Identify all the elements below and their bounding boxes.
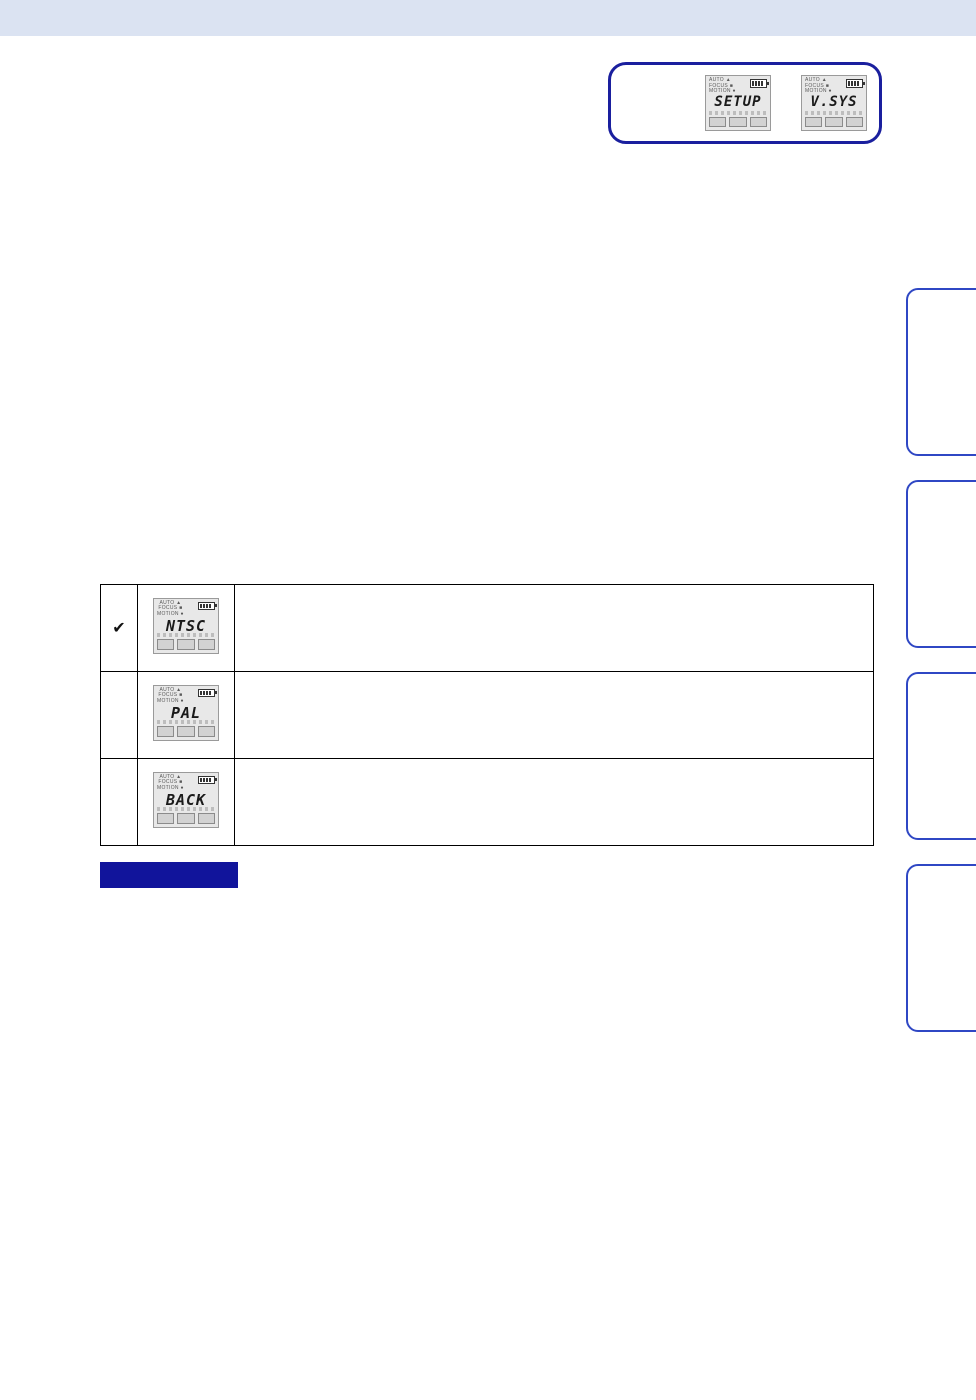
lcd-status-icons: AUTO ▲FOCUS ■MOTION ● [157,773,184,791]
lcd-button-row [156,639,216,650]
lcd-status-icons: AUTO ▲FOCUS ■MOTION ● [157,686,184,704]
lcd-button-row [156,813,216,824]
lcd-status-icons: AUTO ▲FOCUS ■MOTION ● [709,77,736,94]
lcd-button-row [804,116,864,128]
lcd-main-word: NTSC [165,616,207,635]
row-selected-marker: ✔ [100,584,138,672]
row-description [234,671,874,759]
side-tab-4[interactable] [906,864,976,1032]
video-system-options-table: ✔ AUTO ▲FOCUS ■MOTION ● NTSC AUTO ▲FOCUS… [100,584,874,846]
row-description [234,758,874,846]
lcd-status-icons: AUTO ▲FOCUS ■MOTION ● [805,77,832,94]
lcd-main-word: BACK [165,790,207,809]
table-row[interactable]: AUTO ▲FOCUS ■MOTION ● BACK [100,758,874,846]
check-icon [109,790,129,810]
lcd-screen-back: AUTO ▲FOCUS ■MOTION ● BACK [153,771,219,828]
lcd-tick-row [156,807,216,812]
check-icon [109,703,129,723]
menu-path-indicator: AUTO ▲FOCUS ■MOTION ● SETUP AUTO ▲FOCUS … [608,62,882,144]
lcd-tick-row [156,633,216,638]
row-lcd-preview: AUTO ▲FOCUS ■MOTION ● BACK [137,758,235,846]
lcd-screen-vsys: AUTO ▲FOCUS ■MOTION ● V.SYS [801,75,867,131]
lcd-status-icons: AUTO ▲FOCUS ■MOTION ● [157,599,184,617]
lcd-main-word: SETUP [714,94,762,111]
side-tab-3[interactable] [906,672,976,840]
battery-icon [198,775,217,785]
row-selected-marker [100,671,138,759]
battery-icon [846,79,865,88]
lcd-main-word: V.SYS [810,94,858,111]
header-band-rule [0,36,976,38]
section-label-block [100,862,238,888]
side-tab-2[interactable] [906,480,976,648]
table-row[interactable]: ✔ AUTO ▲FOCUS ■MOTION ● NTSC [100,584,874,672]
row-selected-marker [100,758,138,846]
lcd-tick-row [708,110,768,115]
lcd-main-word: PAL [170,703,202,722]
table-row[interactable]: AUTO ▲FOCUS ■MOTION ● PAL [100,671,874,759]
lcd-screen-ntsc: AUTO ▲FOCUS ■MOTION ● NTSC [153,597,219,654]
lcd-button-row [156,726,216,737]
header-band [0,0,976,36]
row-lcd-preview: AUTO ▲FOCUS ■MOTION ● NTSC [137,584,235,672]
check-icon: ✔ [112,620,126,637]
lcd-button-row [708,116,768,128]
battery-icon [198,688,217,698]
battery-icon [198,601,217,611]
lcd-tick-row [804,110,864,115]
lcd-tick-row [156,720,216,725]
battery-icon [750,79,769,88]
row-description [234,584,874,672]
lcd-screen-setup: AUTO ▲FOCUS ■MOTION ● SETUP [705,75,771,131]
side-tab-1[interactable] [906,288,976,456]
lcd-screen-pal: AUTO ▲FOCUS ■MOTION ● PAL [153,684,219,741]
row-lcd-preview: AUTO ▲FOCUS ■MOTION ● PAL [137,671,235,759]
